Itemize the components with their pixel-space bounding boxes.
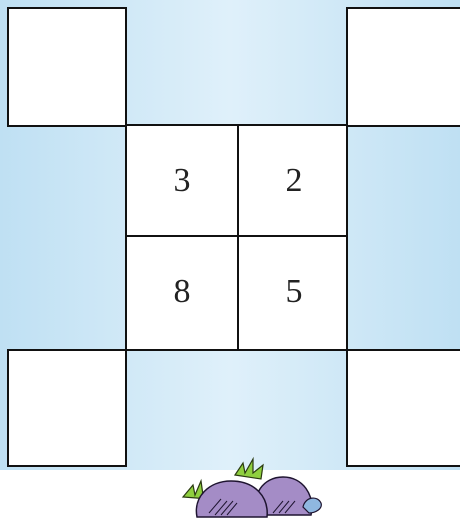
corner-box-top-right[interactable] <box>346 7 460 127</box>
corner-box-top-left[interactable] <box>7 7 127 127</box>
grid-cell-bottom-left: 8 <box>127 237 237 346</box>
grid-cell-top-left: 3 <box>127 126 237 235</box>
corner-box-bottom-left[interactable] <box>7 349 127 467</box>
rocks-with-grass-icon <box>165 455 330 519</box>
grid-cell-top-right: 2 <box>239 126 349 235</box>
grid-cell-bottom-right: 5 <box>239 237 349 346</box>
number-grid: 3 2 8 5 <box>125 124 348 351</box>
corner-box-bottom-right[interactable] <box>346 349 460 467</box>
